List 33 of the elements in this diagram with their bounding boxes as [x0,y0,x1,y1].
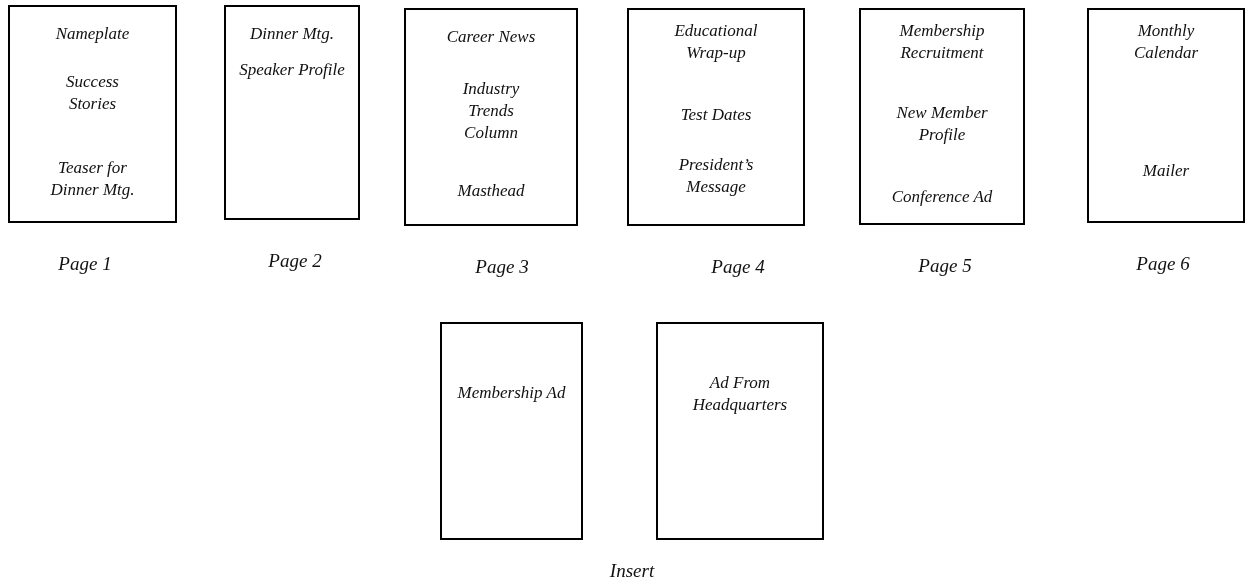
group-caption: Insert [609,560,655,582]
section-text: Teaser for Dinner Mtg. [49,157,136,201]
page-caption: Page 5 [918,255,972,277]
section-text: Test Dates [679,104,753,126]
page-box [440,322,583,540]
section-text: Success Stories [65,71,120,115]
section-text: President’s Message [677,154,755,198]
section-text: Industry Trends Column [461,78,521,144]
page-box [224,5,360,220]
page-caption: Page 2 [268,250,322,272]
section-text: Masthead [456,180,526,202]
page-caption: Page 4 [711,256,765,278]
page-caption: Page 3 [475,256,529,278]
section-text: New Member Profile [895,102,989,146]
section-text: Membership Recruitment [898,20,986,64]
section-text: Nameplate [54,23,131,45]
section-text: Ad From Headquarters [691,372,789,416]
page-caption: Page 1 [58,253,112,275]
section-text: Educational Wrap-up [673,20,759,64]
page-box [859,8,1025,225]
page-box [8,5,177,223]
section-text: Speaker Profile [238,59,346,81]
page-box [656,322,824,540]
section-text: Dinner Mtg. [248,23,335,45]
page-box [627,8,805,226]
section-text: Conference Ad [890,186,994,208]
page-caption: Page 6 [1136,253,1190,275]
page-box [404,8,578,226]
section-text: Membership Ad [456,382,567,404]
section-text: Mailer [1141,160,1191,182]
section-text: Monthly Calendar [1132,20,1200,64]
page-box [1087,8,1245,223]
section-text: Career News [445,26,537,48]
